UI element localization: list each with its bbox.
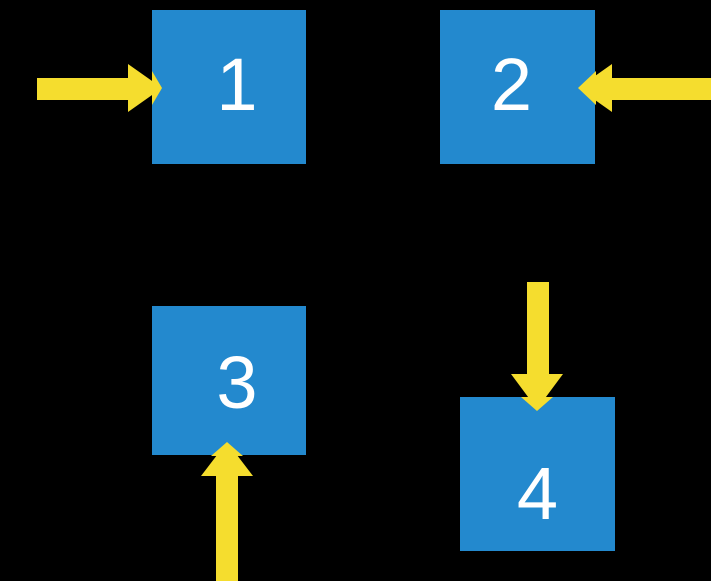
arrow-up-icon bbox=[201, 442, 253, 581]
arrow-down-shape bbox=[511, 282, 563, 409]
box-2[interactable]: 2 bbox=[440, 10, 595, 164]
arrow-down-icon bbox=[511, 282, 563, 409]
box-1[interactable]: 1 bbox=[152, 10, 306, 164]
arrow-left-tip-shape bbox=[578, 71, 596, 105]
box-1-label: 1 bbox=[216, 43, 258, 126]
arrow-left-icon bbox=[578, 64, 711, 112]
arrow-left-tip-overlay bbox=[578, 71, 596, 105]
arrow-down-tip-overlay bbox=[521, 397, 553, 411]
arrow-right-tip-shape bbox=[152, 71, 162, 105]
arrow-down-tip-shape bbox=[521, 397, 553, 411]
box-3[interactable]: 3 bbox=[152, 306, 306, 455]
arrow-up-tip-shape bbox=[211, 442, 243, 456]
box-2-label: 2 bbox=[490, 43, 533, 126]
box-4-label: 4 bbox=[516, 452, 559, 535]
arrow-left-shape bbox=[578, 64, 711, 112]
arrow-right-tip-overlay bbox=[152, 71, 162, 105]
box-3-label: 3 bbox=[216, 340, 258, 424]
arrow-right-shape bbox=[37, 64, 162, 112]
arrow-up-shape bbox=[201, 442, 253, 581]
arrow-up-tip-overlay bbox=[211, 442, 243, 456]
arrow-right-icon bbox=[37, 64, 162, 112]
box-4[interactable]: 4 bbox=[460, 397, 615, 551]
